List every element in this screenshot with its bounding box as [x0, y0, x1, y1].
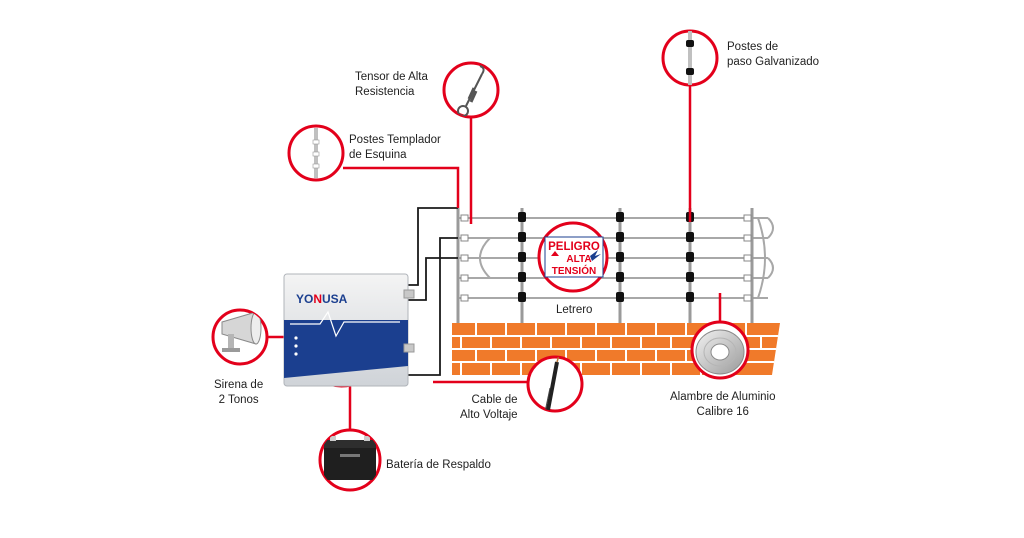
wire-spool-icon [695, 329, 745, 375]
bolt-icon [590, 250, 601, 261]
turnbuckle-icon [457, 65, 485, 117]
siren-callout [211, 308, 269, 366]
fence-posts [456, 208, 754, 323]
siren-horn-icon [221, 311, 262, 352]
tensor-callout [442, 61, 500, 119]
energizer-box: YONUSA [283, 273, 415, 387]
battery-callout [318, 428, 382, 492]
skull-icon [551, 251, 559, 256]
sign-line-1: PELIGRO [548, 241, 600, 253]
cable-callout [526, 355, 584, 413]
galvanized-post-callout [661, 29, 719, 87]
warning-sign: PELIGRO ALTA TENSIÓN [537, 221, 609, 293]
galvanized-post-icon [686, 31, 694, 85]
svg-text:YONUSA: YONUSA [296, 292, 348, 306]
hv-cable-icon [544, 357, 561, 411]
sign-line-2: ALTA [566, 254, 591, 265]
label-sign: Letrero [556, 304, 593, 316]
corner-post-icon [312, 128, 320, 178]
backup-battery-icon [324, 436, 376, 480]
sign-line-3: TENSIÓN [552, 264, 596, 277]
fence-wires [458, 217, 774, 299]
label-battery: Batería de Respaldo [386, 459, 491, 471]
brand-left: YO [296, 292, 313, 306]
corner-post-callout [287, 124, 345, 182]
brand-right: USA [322, 292, 348, 306]
brand-mid: N [313, 292, 322, 306]
wire-spool-callout [690, 320, 750, 380]
hv-cables [408, 207, 458, 376]
corner-insulators [460, 214, 752, 302]
